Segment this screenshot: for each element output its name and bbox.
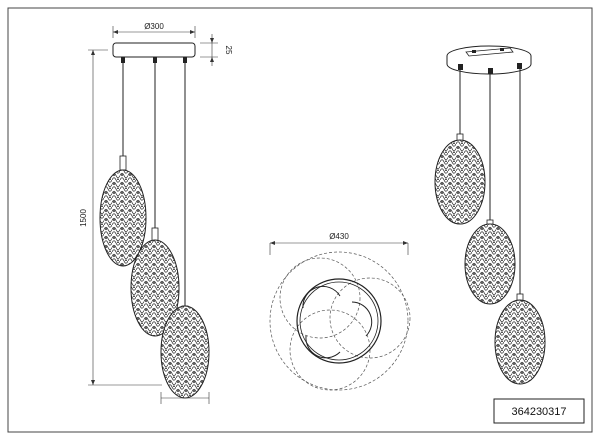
perspective-shade-1 (434, 139, 486, 225)
shade-1 (99, 169, 147, 267)
product-code: 364230317 (511, 406, 566, 418)
canopy-diameter-label: Ø300 (144, 22, 164, 31)
perspective-shade-2 (464, 223, 516, 305)
side-view: Ø300 25 1500 (79, 22, 233, 404)
perspective-view (434, 45, 546, 385)
shade-2 (130, 239, 180, 337)
cluster-diameter-label: Ø430 (329, 232, 349, 241)
total-height-label: 1500 (79, 209, 88, 227)
shade-outline-1 (279, 257, 361, 339)
perspective-shade-3 (494, 299, 546, 385)
page-border (7, 7, 593, 433)
canopy-height-label: 25 (224, 46, 233, 55)
shade-3 (160, 305, 210, 399)
canopy (112, 42, 196, 58)
shade-outline-2 (329, 277, 411, 359)
top-view: Ø430 (269, 232, 411, 391)
product-code-box (493, 398, 585, 424)
outer-envelope-circle (269, 251, 409, 391)
canopy-outline (296, 278, 382, 364)
